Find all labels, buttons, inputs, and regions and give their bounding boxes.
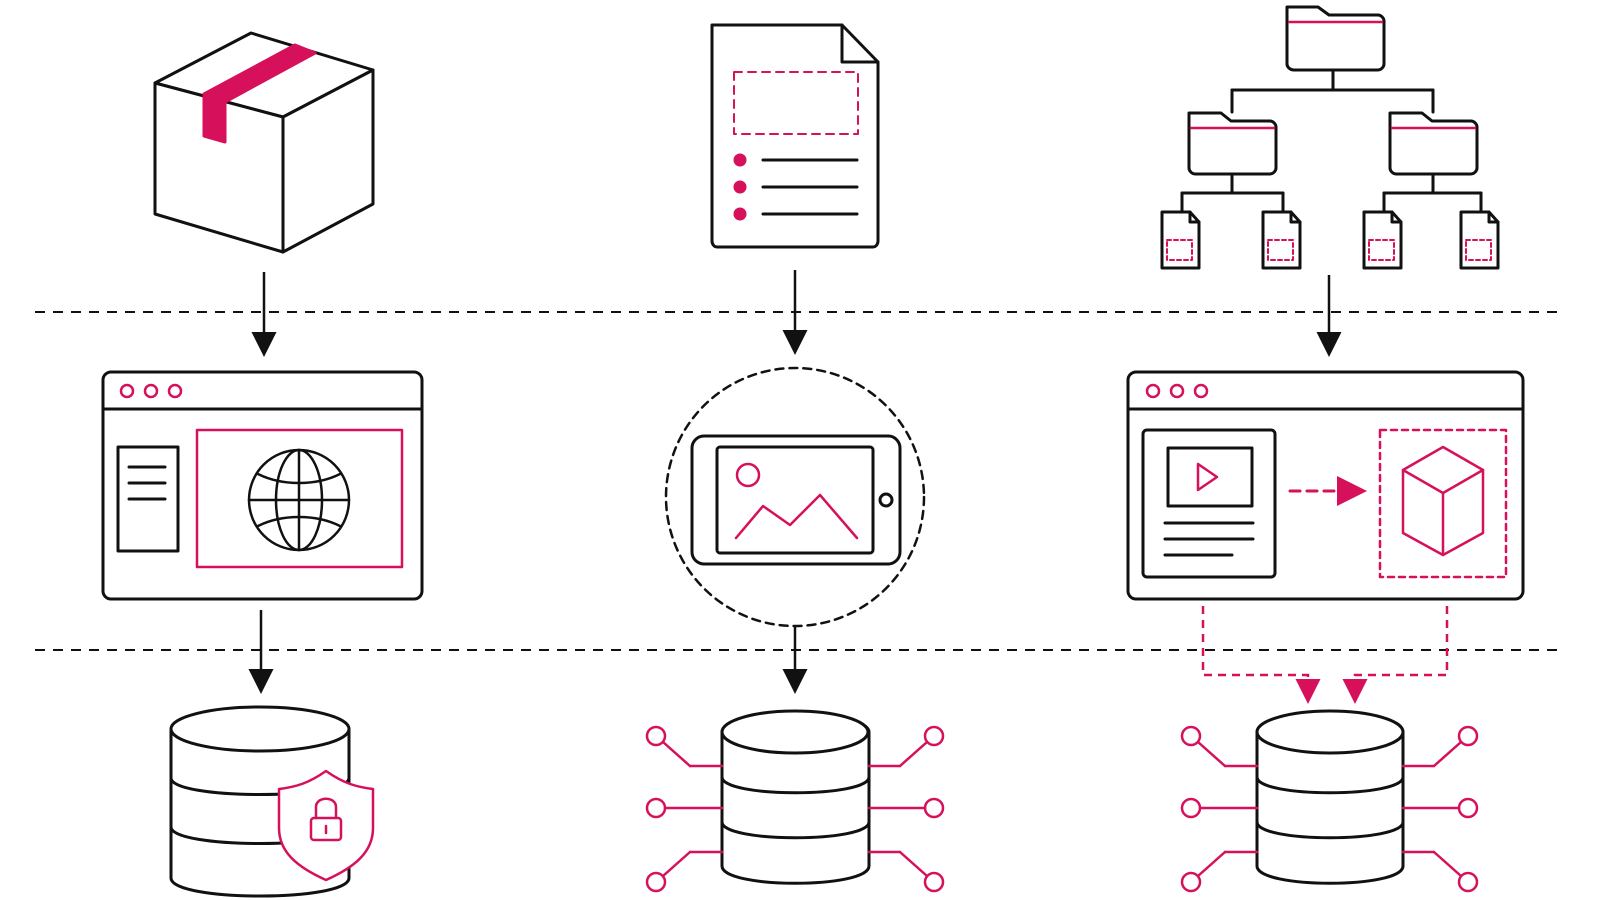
connected-db-band-2	[720, 820, 871, 840]
child-folder-left-icon	[1187, 111, 1278, 176]
browser-dot-3	[167, 383, 183, 399]
connected-db-right-band-1	[1255, 775, 1405, 795]
connected-database-icon	[645, 709, 945, 893]
browser-3d-window	[1126, 370, 1525, 601]
image-mountains-icon	[734, 493, 859, 540]
connected-database-icon	[1180, 709, 1479, 893]
file-3-icon	[1362, 210, 1403, 270]
child-folder-right-icon	[1388, 111, 1479, 176]
connector-browser-3d-left-to-db	[1201, 606, 1321, 704]
connected-db-left-network-icon	[645, 725, 724, 893]
file-1-icon	[1160, 210, 1201, 270]
cube-dashed-frame	[1378, 428, 1508, 579]
globe-icon	[247, 448, 351, 552]
bullet-1-icon	[733, 153, 747, 167]
connected-db-band-1	[720, 775, 871, 795]
folder-hierarchy-icon	[1160, 5, 1500, 270]
box-right-face	[281, 68, 375, 254]
bullet-2-icon	[733, 180, 747, 194]
browser-content-panel	[195, 428, 404, 569]
package-box-icon	[153, 31, 375, 254]
shield-lock-icon	[277, 769, 375, 882]
connected-db-right-left-network-icon	[1180, 725, 1259, 893]
document-fold	[840, 23, 880, 64]
browser-dot-2	[143, 383, 159, 399]
play-icon	[1196, 462, 1219, 492]
browser-3d-dot-3	[1193, 383, 1209, 399]
secure-database-icon	[169, 705, 375, 898]
tablet-image-icon	[664, 366, 926, 628]
browser-video-to-3d-icon	[1126, 370, 1525, 601]
file-2-icon	[1261, 210, 1302, 270]
tablet-frame	[690, 434, 902, 566]
box-tape-front	[202, 92, 227, 144]
connected-db-right-right-network-icon	[1401, 725, 1479, 893]
document-page	[710, 23, 880, 249]
video-frame	[1166, 446, 1254, 508]
tablet-screen	[715, 445, 875, 555]
browser-window	[101, 370, 424, 601]
root-folder-icon	[1285, 5, 1386, 72]
image-sun-icon	[735, 462, 761, 488]
document-content-placeholder	[733, 71, 859, 135]
browser-3d-dot-1	[1145, 383, 1161, 399]
video-panel	[1141, 428, 1277, 579]
browser-dot-1	[119, 383, 135, 399]
document-list-icon	[710, 23, 880, 249]
secure-db-top	[169, 705, 351, 753]
connected-db-right-top	[1255, 709, 1405, 755]
connector-browser-3d-right-to-db	[1342, 606, 1449, 704]
connected-db-top	[720, 709, 870, 755]
connected-db-right-network-icon	[867, 725, 945, 893]
cube-icon	[1401, 445, 1485, 557]
browser-globe-icon	[101, 370, 424, 601]
file-4-icon	[1459, 210, 1500, 270]
browser-sidebar-panel	[116, 445, 180, 553]
tablet-home-button	[878, 492, 894, 508]
browser-3d-dot-2	[1169, 383, 1185, 399]
bullet-3-icon	[733, 207, 747, 221]
connected-db-right-band-2	[1255, 820, 1405, 840]
